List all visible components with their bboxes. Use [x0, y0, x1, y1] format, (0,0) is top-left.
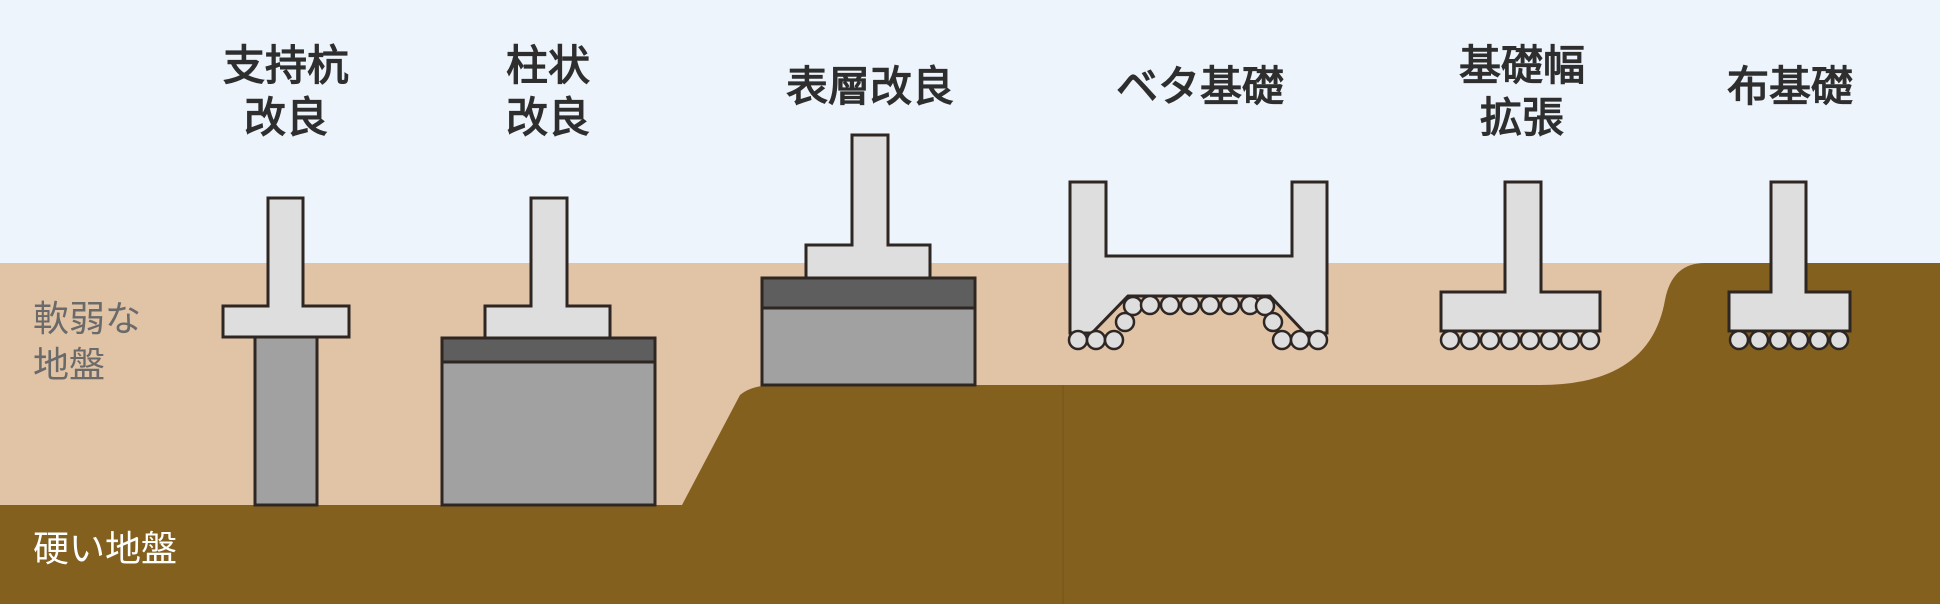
method-label-line: 改良 [243, 93, 328, 142]
mat-foundation [1067, 180, 1329, 351]
method-label-widened: 基礎幅 拡張 [1422, 40, 1622, 144]
widened-footing-foundation [1439, 180, 1602, 351]
method-label-line: 布基礎 [1726, 62, 1853, 111]
footing [1727, 180, 1852, 333]
hard-ground-layer [0, 263, 1940, 604]
method-label-columnar: 柱状 改良 [448, 40, 648, 144]
gravel-base [1067, 294, 1329, 351]
improved-top-band [760, 276, 977, 310]
soft-ground-label: 軟弱な 地盤 [33, 297, 141, 389]
method-label-line: ベタ基礎 [1115, 62, 1284, 111]
gravel-base [1728, 329, 1850, 351]
support-pile [253, 335, 319, 507]
footing [1439, 180, 1602, 333]
footing [483, 196, 612, 340]
surface-improvement-foundation [760, 133, 977, 387]
strip-footing-foundation [1727, 180, 1852, 351]
support-pile-foundation [221, 196, 351, 507]
improved-top-band [440, 336, 657, 364]
method-label-line: 拡張 [1479, 93, 1564, 142]
soft-ground-label-line: 軟弱な [33, 299, 142, 340]
method-label-line: 基礎幅 [1458, 41, 1585, 90]
method-label-surface: 表層改良 [750, 61, 990, 113]
footing [221, 196, 351, 339]
footing [804, 133, 932, 280]
method-label-support-pile: 支持杭 改良 [186, 40, 386, 144]
method-label-strip: 布基礎 [1690, 61, 1890, 113]
columnar-improvement-foundation [440, 196, 657, 507]
gravel-base [1439, 329, 1601, 351]
method-label-line: 表層改良 [785, 62, 954, 111]
method-label-line: 改良 [505, 93, 590, 142]
method-label-line: 支持杭 [222, 41, 349, 90]
method-label-mat: ベタ基礎 [1080, 61, 1320, 113]
method-label-line: 柱状 [505, 41, 590, 90]
soft-ground-label-line: 地盤 [33, 345, 106, 386]
hard-ground-label: 硬い地盤 [33, 529, 178, 570]
